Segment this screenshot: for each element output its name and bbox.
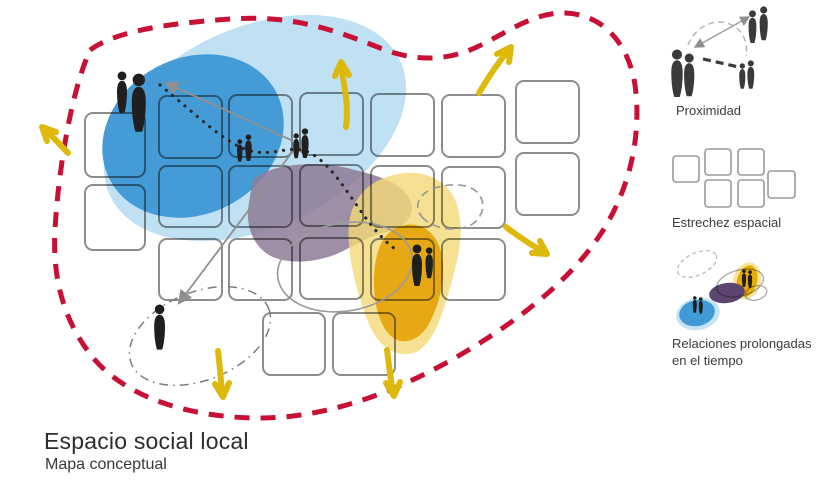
legend-person (739, 63, 746, 89)
person-mid-right-a (293, 133, 300, 159)
legend-person (747, 60, 755, 89)
person-yellow-pair-right (425, 247, 433, 279)
legend-person (671, 49, 683, 97)
person-mid-right-b (301, 128, 309, 158)
person-blue-pair-left (117, 71, 127, 113)
legend-estrechez-icon (672, 148, 796, 208)
gray-dashed-blob (416, 184, 484, 230)
gray-relation-arrow-up (164, 81, 294, 142)
person-single-bottom (154, 304, 166, 350)
legend-tiny-person (698, 297, 703, 314)
legend-blue-core (679, 299, 715, 327)
gray-ellipse-outline (276, 221, 414, 313)
social-zones (102, 14, 461, 355)
dotted-trail (158, 83, 400, 253)
legend-person (759, 6, 768, 41)
person-blue-pair-right (131, 73, 146, 132)
yellow-arrow-right (503, 224, 550, 257)
legend-proximidad-icon (671, 6, 768, 97)
page-subtitle: Mapa conceptual (45, 456, 167, 473)
yellow-outward-arrows (39, 44, 550, 400)
yellow-arrow-bottom-right (383, 347, 403, 399)
blue-zone-core (102, 54, 284, 218)
legend-dashed-ellipse (676, 250, 718, 278)
legend-tiny-person (741, 269, 747, 287)
yellow-arrow-bottom-left (212, 348, 232, 400)
dashdot-ellipse (128, 285, 272, 387)
legend-label-proximidad: Proximidad (676, 103, 742, 118)
proximity-thick-dash-link (702, 57, 740, 69)
legend-purple-blob (709, 282, 745, 304)
legend-label-estrechez: Estrechez espacial (672, 215, 782, 230)
yellow-arrow-top-right (476, 44, 514, 96)
legend-person (684, 53, 695, 97)
legend-person (748, 10, 757, 43)
person-yellow-pair-left (412, 244, 422, 286)
local-space-boundary (52, 10, 640, 421)
person-mid-left-a (237, 139, 243, 162)
proximity-cross-arrow (693, 16, 751, 48)
person-mid-left-b (245, 134, 252, 161)
yellow-arrow-top-mid (332, 59, 352, 130)
yellow-arrow-top-left (39, 124, 71, 156)
legend-tiny-person (692, 296, 697, 313)
relation-lines (158, 81, 400, 305)
legend-label-relaciones: Relaciones prolongadas en el tiempo (672, 336, 812, 368)
gray-relation-arrow-down (177, 146, 297, 305)
legend-relaciones-icon (676, 250, 768, 331)
yellow-zone-core (373, 224, 444, 342)
legend-tiny-person (747, 270, 753, 288)
proximity-dashed-arc (687, 21, 748, 57)
page-title: Espacio social local (44, 428, 249, 454)
